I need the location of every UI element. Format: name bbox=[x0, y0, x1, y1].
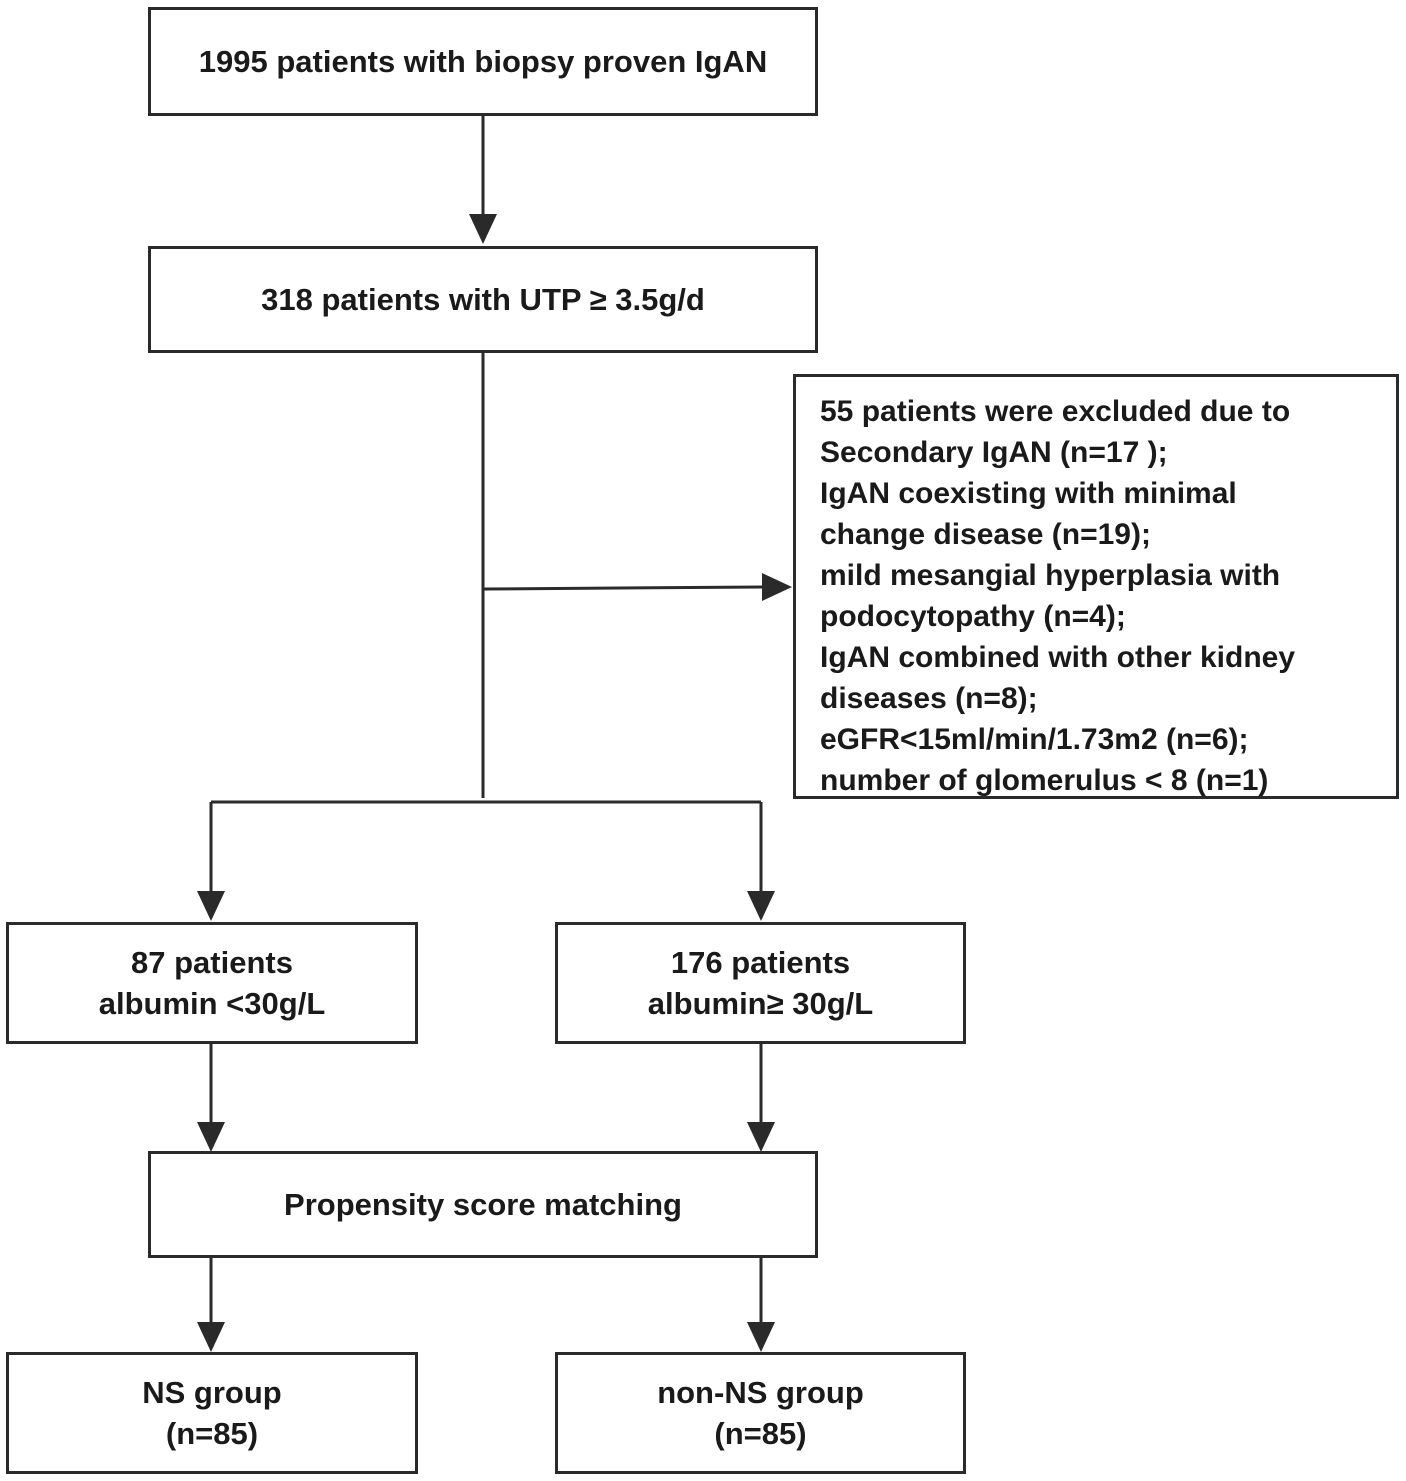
propensity-score-text: Propensity score matching bbox=[284, 1187, 682, 1222]
non-ns-group-label: non-NS group bbox=[657, 1375, 864, 1410]
exclusion-line: Secondary IgAN (n=17 ); bbox=[820, 436, 1168, 469]
arrowhead-non-ns bbox=[747, 1322, 775, 1352]
arrowhead-psm-right bbox=[747, 1122, 775, 1152]
arrow-exclusion bbox=[482, 585, 765, 591]
high-albumin-box: 176 patients albumin≥ 30g/L bbox=[555, 922, 966, 1044]
low-albumin-criterion: albumin <30g/L bbox=[98, 986, 326, 1021]
exclusion-line: mild mesangial hyperplasia with bbox=[820, 559, 1281, 592]
ns-group-box: NS group (n=85) bbox=[6, 1352, 418, 1474]
arrowhead-utp bbox=[469, 214, 497, 244]
ns-group-label: NS group bbox=[142, 1375, 282, 1410]
arrowhead-high bbox=[747, 891, 775, 921]
arrowhead-ns bbox=[197, 1322, 225, 1352]
total-patients-text: 1995 patients with biopsy proven IgAN bbox=[198, 44, 768, 79]
arrowhead-low bbox=[197, 891, 225, 921]
exclusion-line: 55 patients were excluded due to bbox=[820, 395, 1291, 428]
exclusion-box: 55 patients were excluded due to Seconda… bbox=[793, 374, 1399, 799]
utp-patients-box: 318 patients with UTP ≥ 3.5g/d bbox=[148, 246, 818, 353]
exclusion-line: podocytopathy (n=4); bbox=[820, 600, 1126, 633]
exclusion-line: change disease (n=19); bbox=[820, 518, 1151, 551]
total-patients-box: 1995 patients with biopsy proven IgAN bbox=[148, 7, 818, 116]
low-albumin-count: 87 patients bbox=[131, 945, 293, 980]
propensity-score-box: Propensity score matching bbox=[148, 1151, 818, 1258]
high-albumin-count: 176 patients bbox=[670, 945, 851, 980]
exclusion-line: IgAN combined with other kidney bbox=[820, 641, 1296, 674]
utp-patients-text: 318 patients with UTP ≥ 3.5g/d bbox=[261, 282, 705, 317]
exclusion-line: IgAN coexisting with minimal bbox=[820, 477, 1237, 510]
ns-group-count: (n=85) bbox=[165, 1416, 259, 1451]
low-albumin-box: 87 patients albumin <30g/L bbox=[6, 922, 418, 1044]
high-albumin-criterion: albumin≥ 30g/L bbox=[647, 986, 874, 1021]
arrowhead-psm-left bbox=[197, 1122, 225, 1152]
non-ns-group-count: (n=85) bbox=[714, 1416, 807, 1451]
exclusion-line: eGFR<15ml/min/1.73m2 (n=6); bbox=[820, 723, 1249, 756]
exclusion-line: number of glomerulus < 8 (n=1) bbox=[820, 764, 1269, 797]
arrowhead-exclusion bbox=[762, 573, 792, 601]
non-ns-group-box: non-NS group (n=85) bbox=[555, 1352, 966, 1474]
exclusion-line: diseases (n=8); bbox=[820, 682, 1038, 715]
